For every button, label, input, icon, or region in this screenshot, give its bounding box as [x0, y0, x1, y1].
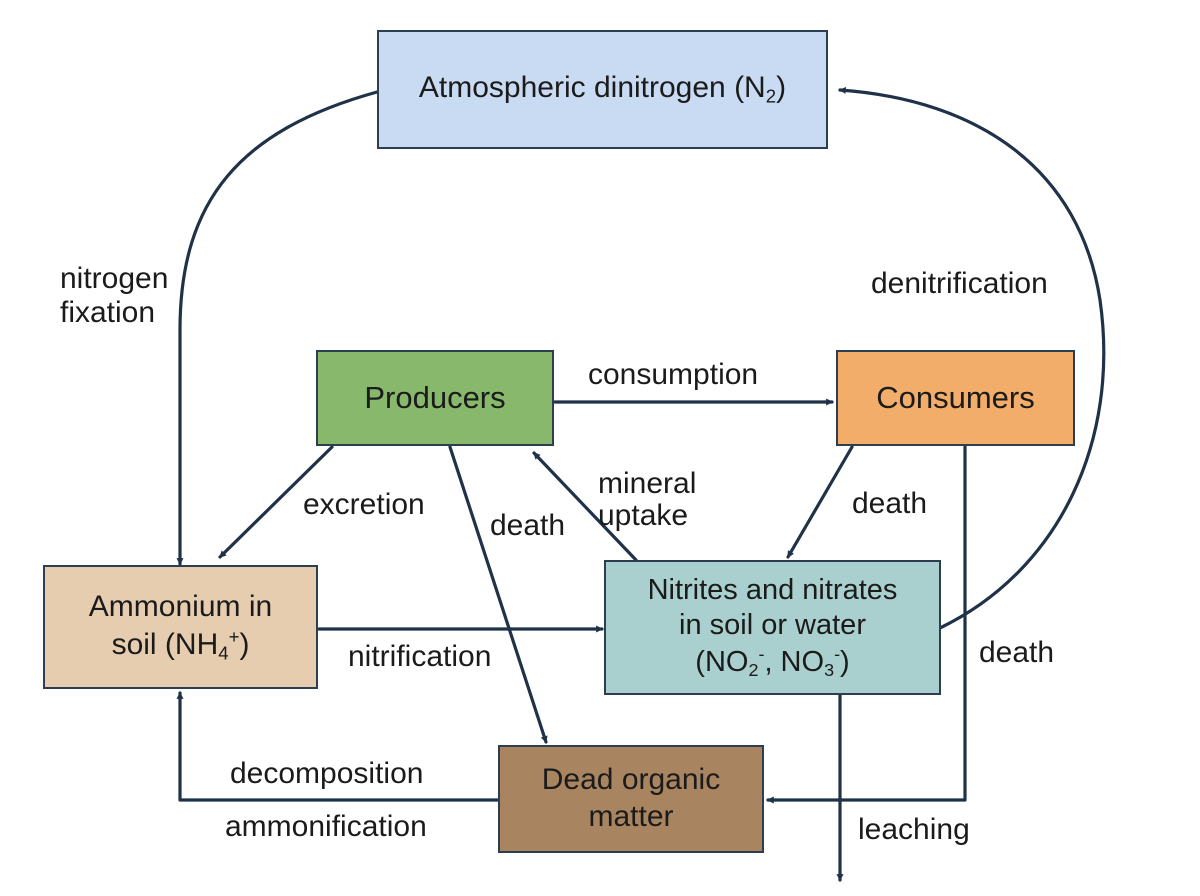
nitrite-superscript: - — [758, 643, 765, 664]
dead-matter-node: Dead organic matter — [498, 745, 764, 853]
atmosphere-close: ) — [776, 71, 787, 105]
denitrification-arrow — [838, 86, 1106, 630]
ammonium-node: Ammonium in soil (NH4+) — [43, 565, 318, 689]
mineral-uptake-arrow — [532, 451, 638, 562]
ammonium-label-line2: soil (NH — [111, 627, 219, 661]
nitrates-label-mid: , NO — [764, 645, 825, 678]
denitrification-label: denitrification — [871, 267, 1048, 300]
producers-node: Producers — [316, 350, 554, 446]
excretion-label: excretion — [303, 488, 425, 521]
consumption-label: consumption — [588, 358, 759, 391]
dead-matter-label-line1: Dead organic — [541, 763, 721, 797]
dead-matter-label-line2: matter — [588, 800, 674, 833]
ammonium-label-line1: Ammonium in — [88, 590, 273, 623]
nitrates-label-line1: Nitrites and nitrates — [647, 574, 898, 607]
nitrogen-fixation-label: nitrogen fixation — [60, 262, 168, 330]
atmosphere-subscript: 2 — [765, 85, 777, 107]
nitrates-label-line2: in soil or water — [679, 609, 866, 642]
producers-label: Producers — [364, 380, 506, 416]
ammonification-label: ammonification — [225, 810, 427, 843]
mineral-uptake-line2: uptake — [598, 499, 689, 532]
producer-death-arrow — [448, 445, 548, 744]
nitrates-node: Nitrites and nitrates in soil or water (… — [604, 560, 941, 695]
consumer-death-arrow — [786, 445, 854, 559]
consumer-death-label: death — [852, 487, 928, 520]
consumers-node: Consumers — [836, 350, 1075, 446]
nitrates-label-line3: (NO — [695, 645, 749, 678]
nitrogen-fixation-arrow — [176, 90, 379, 566]
atmosphere-node: Atmospheric dinitrogen (N2) — [377, 30, 828, 149]
nitrogen-fixation-line2: fixation — [60, 296, 156, 329]
leaching-label: leaching — [858, 813, 970, 846]
producer-death-label: death — [490, 509, 566, 542]
nitrates-close: ) — [840, 645, 850, 678]
atmosphere-label: Atmospheric dinitrogen (N — [418, 71, 766, 105]
consumer-death-right-label: death — [979, 636, 1055, 669]
excretion-arrow — [218, 445, 334, 559]
nitrogen-fixation-line1: nitrogen — [60, 262, 169, 295]
mineral-uptake-label: mineral uptake — [598, 468, 696, 532]
consumer-death-right-arrow — [766, 445, 967, 804]
mineral-uptake-line1: mineral — [598, 467, 697, 500]
nitrification-label: nitrification — [348, 640, 492, 673]
nitrate-subscript: 3 — [824, 659, 835, 680]
nitrite-subscript: 2 — [748, 659, 759, 680]
ammonium-close: ) — [239, 627, 250, 661]
decomposition-label: decomposition — [230, 757, 424, 790]
ammonium-subscript: 4 — [218, 642, 229, 664]
consumers-label: Consumers — [876, 380, 1035, 416]
decomposition-ammonification-arrow — [176, 691, 500, 802]
ammonium-superscript: + — [228, 625, 240, 647]
nitrate-superscript: - — [834, 643, 841, 664]
